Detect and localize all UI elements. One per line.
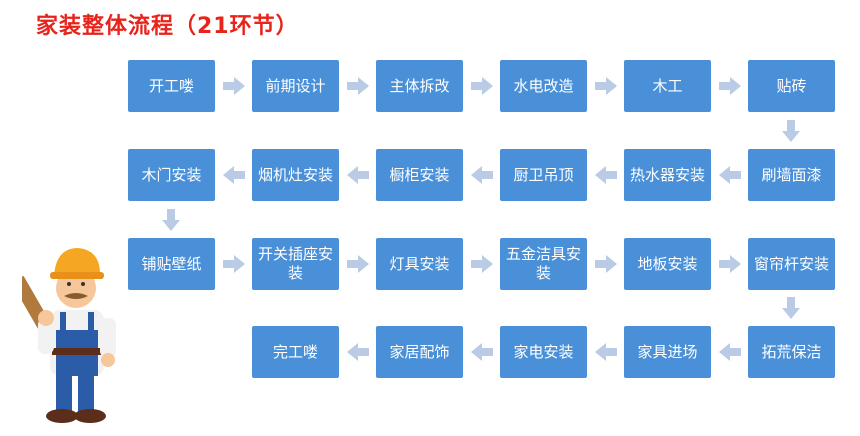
arrow-down-icon bbox=[162, 209, 180, 231]
arrow-right-icon bbox=[223, 77, 245, 95]
page-title: 家装整体流程（21环节） bbox=[36, 14, 299, 39]
arrow-left-icon bbox=[719, 343, 741, 361]
step-box: 主体拆改 bbox=[376, 60, 463, 112]
arrow-right-icon bbox=[595, 77, 617, 95]
arrow-right-icon bbox=[471, 255, 493, 273]
step-box: 开关插座安装 bbox=[252, 238, 339, 290]
arrow-right-icon bbox=[719, 255, 741, 273]
arrow-left-icon bbox=[471, 166, 493, 184]
arrow-left-icon bbox=[719, 166, 741, 184]
step-box: 水电改造 bbox=[500, 60, 587, 112]
step-box: 开工喽 bbox=[128, 60, 215, 112]
step-box: 贴砖 bbox=[748, 60, 835, 112]
arrow-left-icon bbox=[347, 166, 369, 184]
step-box: 窗帘杆安装 bbox=[748, 238, 835, 290]
step-box: 木工 bbox=[624, 60, 711, 112]
arrow-down-icon bbox=[782, 297, 800, 319]
step-box: 拓荒保洁 bbox=[748, 326, 835, 378]
step-box: 家电安装 bbox=[500, 326, 587, 378]
step-box: 灯具安装 bbox=[376, 238, 463, 290]
arrow-left-icon bbox=[223, 166, 245, 184]
arrow-left-icon bbox=[595, 166, 617, 184]
arrow-right-icon bbox=[719, 77, 741, 95]
arrow-right-icon bbox=[223, 255, 245, 273]
step-box: 橱柜安装 bbox=[376, 149, 463, 201]
step-box: 完工喽 bbox=[252, 326, 339, 378]
arrow-left-icon bbox=[471, 343, 493, 361]
step-box: 家具进场 bbox=[624, 326, 711, 378]
step-box: 五金洁具安装 bbox=[500, 238, 587, 290]
step-box: 铺贴壁纸 bbox=[128, 238, 215, 290]
arrow-left-icon bbox=[347, 343, 369, 361]
construction-worker-illustration bbox=[22, 248, 116, 423]
arrow-right-icon bbox=[471, 77, 493, 95]
step-box: 家居配饰 bbox=[376, 326, 463, 378]
step-box: 地板安装 bbox=[624, 238, 711, 290]
arrow-right-icon bbox=[347, 255, 369, 273]
step-box: 厨卫吊顶 bbox=[500, 149, 587, 201]
arrow-left-icon bbox=[595, 343, 617, 361]
arrow-right-icon bbox=[595, 255, 617, 273]
arrow-right-icon bbox=[347, 77, 369, 95]
step-box: 热水器安装 bbox=[624, 149, 711, 201]
step-box: 烟机灶安装 bbox=[252, 149, 339, 201]
step-box: 刷墙面漆 bbox=[748, 149, 835, 201]
step-box: 木门安装 bbox=[128, 149, 215, 201]
step-box: 前期设计 bbox=[252, 60, 339, 112]
arrow-down-icon bbox=[782, 120, 800, 142]
